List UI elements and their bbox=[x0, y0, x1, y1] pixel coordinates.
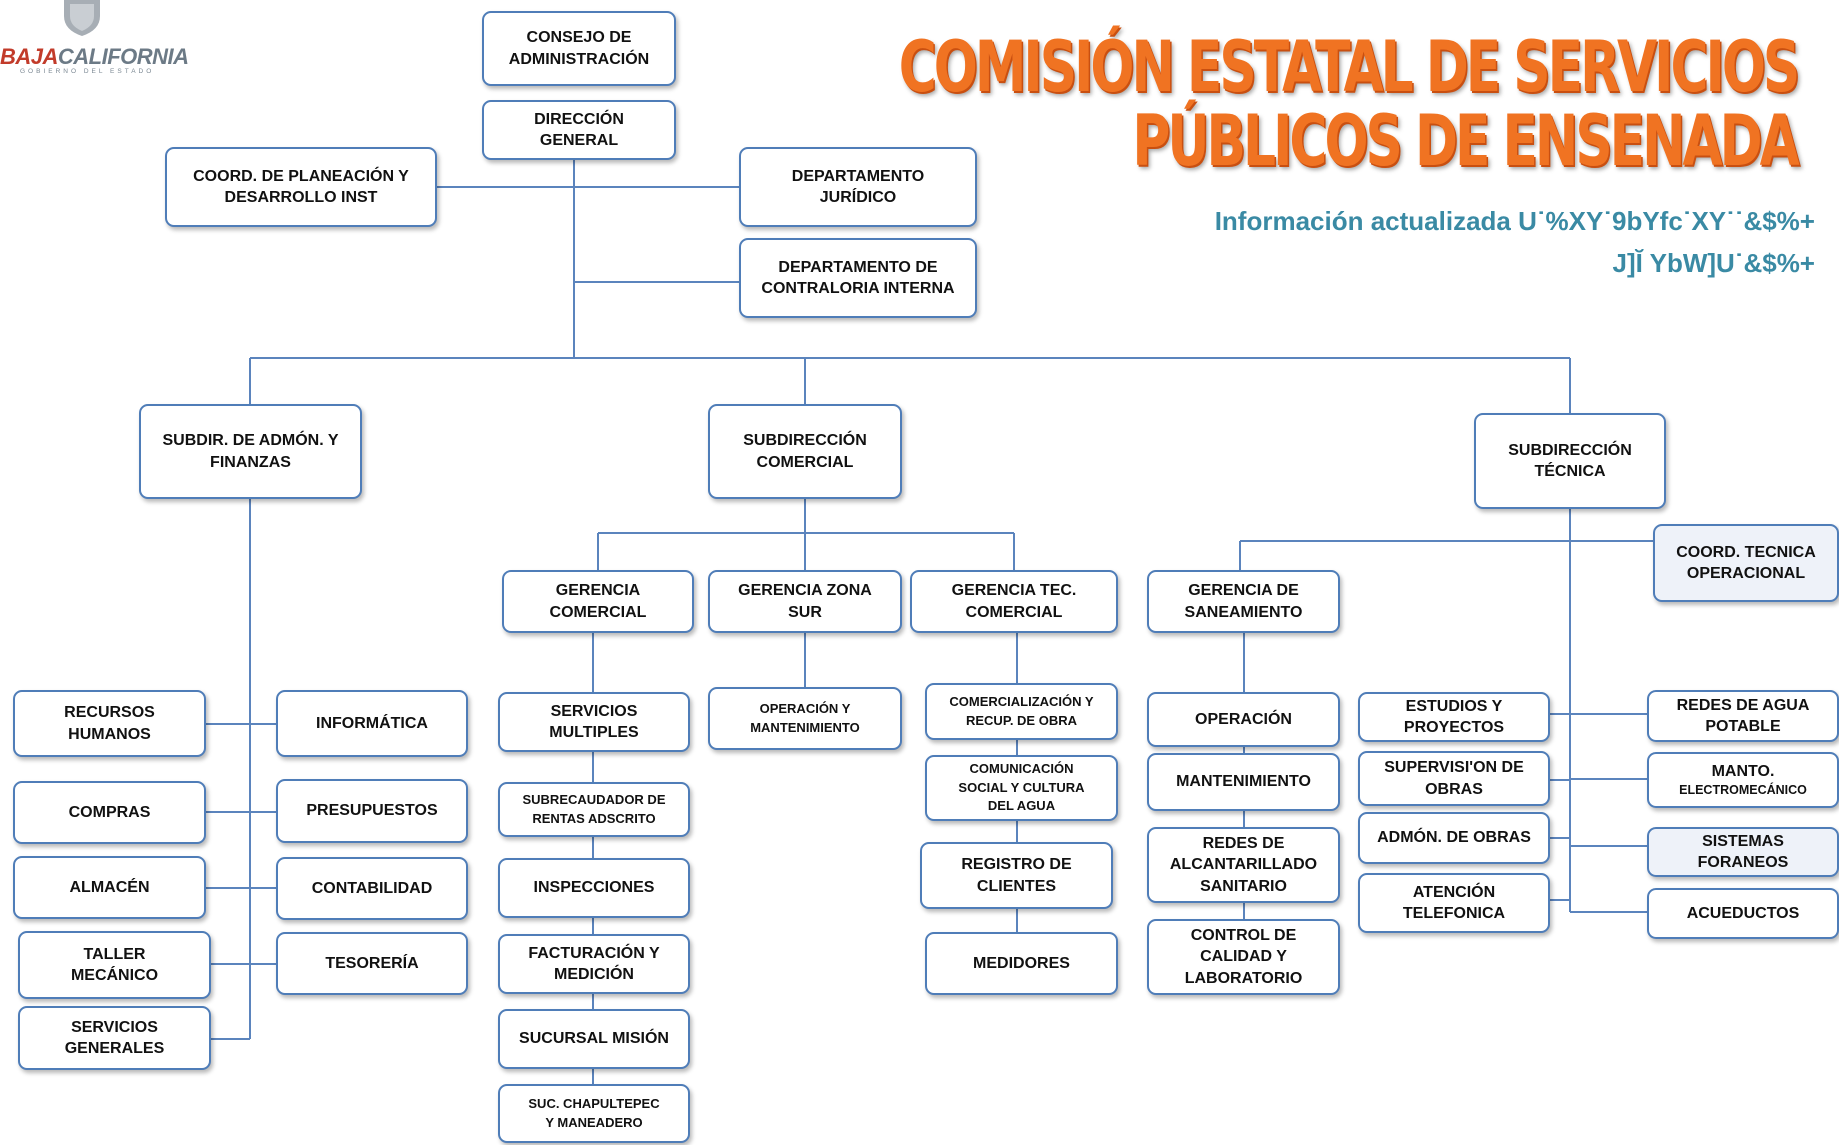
node-medidores[interactable]: MEDIDORES bbox=[925, 932, 1118, 995]
node-atencion-telefonica[interactable]: ATENCIÓN TELEFONICA bbox=[1358, 873, 1550, 933]
node-comunicacion-social[interactable]: COMUNICACIÓN SOCIAL Y CULTURA DEL AGUA bbox=[925, 755, 1118, 821]
node-taller-mecanico[interactable]: TALLER MECÁNICO bbox=[18, 931, 211, 999]
node-contabilidad[interactable]: CONTABILIDAD bbox=[276, 857, 468, 920]
node-subdir-tecnica[interactable]: SUBDIRECCIÓN TÉCNICA bbox=[1474, 413, 1666, 509]
node-control-calidad[interactable]: CONTROL DE CALIDAD Y LABORATORIO bbox=[1147, 919, 1340, 995]
node-facturacion[interactable]: FACTURACIÓN Y MEDICIÓN bbox=[498, 934, 690, 994]
node-redes-alcantarillado[interactable]: REDES DE ALCANTARILLADO SANITARIO bbox=[1147, 827, 1340, 903]
node-gerencia-saneamiento[interactable]: GERENCIA DE SANEAMIENTO bbox=[1147, 570, 1340, 633]
update-info-line2: J]Ĭ YbW]U˙&$%+ bbox=[1612, 248, 1816, 278]
node-estudios-proyectos[interactable]: ESTUDIOS Y PROYECTOS bbox=[1358, 692, 1550, 742]
node-coord-planeacion[interactable]: COORD. DE PLANEACIÓN Y DESARROLLO INST bbox=[165, 147, 437, 227]
node-direccion-general[interactable]: DIRECCIÓN GENERAL bbox=[482, 100, 676, 160]
node-tesoreria[interactable]: TESORERÍA bbox=[276, 932, 468, 995]
node-depto-juridico[interactable]: DEPARTAMENTO JURÍDICO bbox=[739, 147, 977, 227]
node-subrecaudador[interactable]: SUBRECAUDADOR DE RENTAS ADSCRITO bbox=[498, 782, 690, 837]
node-gerencia-zona-sur[interactable]: GERENCIA ZONA SUR bbox=[708, 570, 902, 633]
update-info-line1: Información actualizada U˙%XY˙9bYfc˙XY˙˙… bbox=[1214, 206, 1815, 236]
node-subdir-admon[interactable]: SUBDIR. DE ADMÓN. Y FINANZAS bbox=[139, 404, 362, 499]
node-compras[interactable]: COMPRAS bbox=[13, 781, 206, 844]
node-sistemas-foraneos[interactable]: SISTEMAS FORANEOS bbox=[1647, 827, 1839, 877]
node-admon-obras[interactable]: ADMÓN. DE OBRAS bbox=[1358, 812, 1550, 864]
node-coord-tecnica[interactable]: COORD. TECNICA OPERACIONAL bbox=[1653, 524, 1839, 602]
node-redes-agua-potable[interactable]: REDES DE AGUA POTABLE bbox=[1647, 690, 1839, 742]
node-servicios-multiples[interactable]: SERVICIOS MULTIPLES bbox=[498, 692, 690, 752]
node-informatica[interactable]: INFORMÁTICA bbox=[276, 690, 468, 757]
node-suc-chapultepec[interactable]: SUC. CHAPULTEPEC Y MANEADERO bbox=[498, 1084, 690, 1143]
node-mantenimiento[interactable]: MANTENIMIENTO bbox=[1147, 753, 1340, 811]
page-title-line1: COMISIÓN ESTATAL DE SERVICIOS bbox=[898, 26, 1800, 108]
node-sucursal-mision[interactable]: SUCURSAL MISIÓN bbox=[498, 1009, 690, 1069]
node-inspecciones[interactable]: INSPECCIONES bbox=[498, 858, 690, 918]
node-subdir-comercial[interactable]: SUBDIRECCIÓN COMERCIAL bbox=[708, 404, 902, 499]
baja-california-logo: BAJACALIFORNIA GOBIERNO DEL ESTADO bbox=[0, 0, 190, 80]
manto-label: MANTO.ELECTROMECÁNICO bbox=[1679, 763, 1807, 798]
node-almacen[interactable]: ALMACÉN bbox=[13, 856, 206, 919]
logo-wordmark: BAJACALIFORNIA bbox=[0, 44, 189, 69]
node-recursos-humanos[interactable]: RECURSOS HUMANOS bbox=[13, 690, 206, 757]
node-gerencia-tec-comercial[interactable]: GERENCIA TEC. COMERCIAL bbox=[910, 570, 1118, 633]
node-gerencia-comercial[interactable]: GERENCIA COMERCIAL bbox=[502, 570, 694, 633]
node-depto-contraloria[interactable]: DEPARTAMENTO DE CONTRALORIA INTERNA bbox=[739, 238, 977, 318]
page-title-line2: PÚBLICOS DE ENSENADA bbox=[1132, 100, 1800, 182]
shield-icon bbox=[64, 0, 100, 36]
node-servicios-generales[interactable]: SERVICIOS GENERALES bbox=[18, 1006, 211, 1070]
node-presupuestos[interactable]: PRESUPUESTOS bbox=[276, 779, 468, 843]
node-operacion[interactable]: OPERACIÓN bbox=[1147, 692, 1340, 747]
node-operacion-mantenimiento[interactable]: OPERACIÓN Y MANTENIMIENTO bbox=[708, 687, 902, 750]
node-supervision-obras[interactable]: SUPERVISI'ON DE OBRAS bbox=[1358, 751, 1550, 806]
node-comercializacion[interactable]: COMERCIALIZACIÓN Y RECUP. DE OBRA bbox=[925, 683, 1118, 740]
node-manto-electromecanico[interactable]: MANTO.ELECTROMECÁNICO bbox=[1647, 752, 1839, 808]
node-registro-clientes[interactable]: REGISTRO DE CLIENTES bbox=[920, 842, 1113, 909]
logo-subtext: GOBIERNO DEL ESTADO bbox=[20, 68, 155, 75]
node-consejo[interactable]: CONSEJO DE ADMINISTRACIÓN bbox=[482, 11, 676, 86]
node-acueductos[interactable]: ACUEDUCTOS bbox=[1647, 888, 1839, 939]
